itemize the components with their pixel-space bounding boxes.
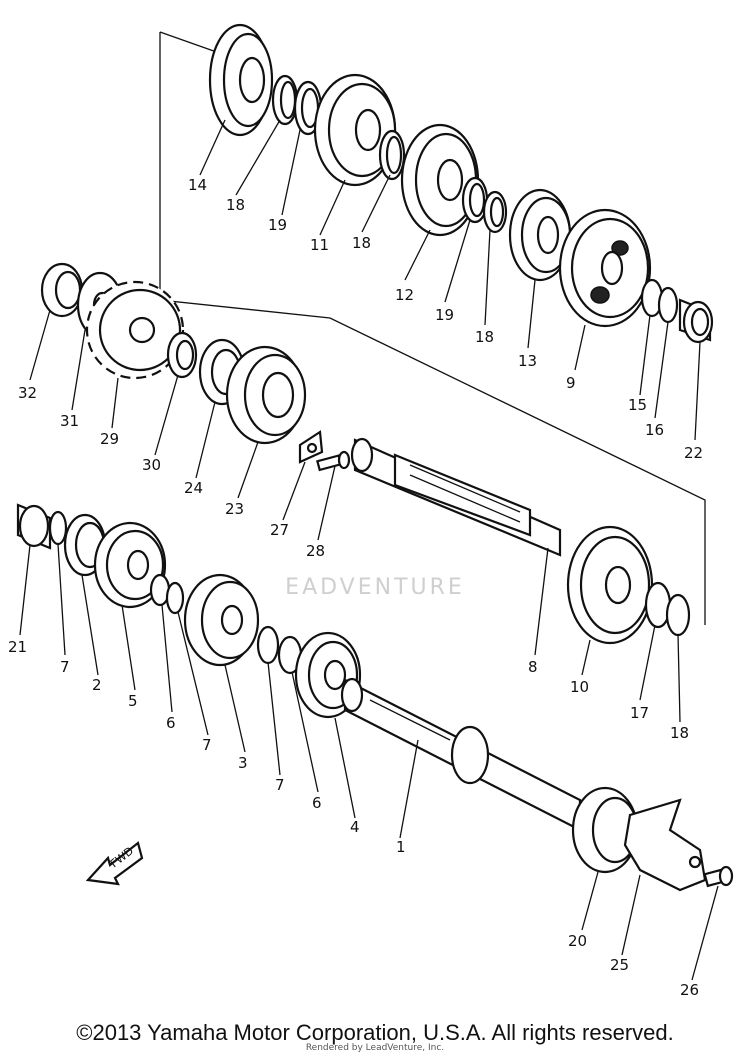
callout-22: 22 bbox=[684, 444, 703, 462]
rendered-by-note: Rendered by LeadVenture, Inc. bbox=[305, 1043, 445, 1053]
leader-lines bbox=[19, 119, 719, 981]
gear-11 bbox=[313, 73, 397, 187]
fwd-arrow: FWD bbox=[85, 841, 144, 886]
screw-28 bbox=[316, 450, 351, 472]
circlip-18-b bbox=[378, 129, 406, 181]
circlip-18-c bbox=[482, 190, 508, 234]
gear-14 bbox=[208, 23, 274, 137]
callout-15: 15 bbox=[628, 396, 647, 414]
circlip-18-a bbox=[271, 74, 299, 126]
callout-21: 21 bbox=[8, 638, 27, 656]
callout-7: 7 bbox=[275, 776, 285, 794]
gear-3 bbox=[183, 573, 260, 667]
callout-11: 11 bbox=[310, 236, 329, 254]
callout-19: 19 bbox=[268, 216, 287, 234]
callout-3: 3 bbox=[238, 754, 248, 772]
callout-32: 32 bbox=[18, 384, 37, 402]
gear-12 bbox=[400, 123, 480, 237]
callout-4: 4 bbox=[350, 818, 360, 836]
callout-5: 5 bbox=[128, 692, 138, 710]
drive-sprocket-29 bbox=[85, 280, 185, 380]
callout-9: 9 bbox=[566, 374, 576, 392]
callout-2: 2 bbox=[92, 676, 102, 694]
callout-12: 12 bbox=[395, 286, 414, 304]
callout-10: 10 bbox=[570, 678, 589, 696]
callout-19: 19 bbox=[435, 306, 454, 324]
main-axle-1 bbox=[340, 677, 582, 832]
callout-31: 31 bbox=[60, 412, 79, 430]
bearing-stopper-27 bbox=[298, 430, 324, 464]
callout-30: 30 bbox=[142, 456, 161, 474]
callout-7: 7 bbox=[202, 736, 212, 754]
bearing-plate-25 bbox=[623, 798, 707, 892]
bearing-21 bbox=[16, 503, 52, 550]
circlip-18-d bbox=[665, 593, 691, 637]
gear-10 bbox=[566, 525, 654, 645]
gear-5 bbox=[93, 521, 167, 609]
oil-seal-32 bbox=[40, 262, 84, 318]
callout-14: 14 bbox=[188, 176, 207, 194]
callout-17: 17 bbox=[630, 704, 649, 722]
callout-28: 28 bbox=[306, 542, 325, 560]
washer-19-b bbox=[461, 176, 489, 224]
callout-1: 1 bbox=[396, 838, 406, 856]
copyright-notice: ©2013 Yamaha Motor Corporation, U.S.A. A… bbox=[76, 1020, 674, 1045]
assembly-boundary-line bbox=[159, 32, 706, 625]
callout-6: 6 bbox=[166, 714, 176, 732]
callout-27: 27 bbox=[270, 521, 289, 539]
callout-18: 18 bbox=[226, 196, 245, 214]
circlip-7-c bbox=[256, 625, 280, 665]
watermark-text: EADVENTURE bbox=[285, 575, 465, 600]
spacer-30 bbox=[166, 331, 198, 379]
circlip-7-b bbox=[165, 581, 185, 615]
callout-24: 24 bbox=[184, 479, 203, 497]
transmission-exploded-diagram: FWD bbox=[8, 23, 734, 999]
callout-18: 18 bbox=[352, 234, 371, 252]
callout-16: 16 bbox=[645, 421, 664, 439]
callout-26: 26 bbox=[680, 981, 699, 999]
callout-18: 18 bbox=[670, 724, 689, 742]
gear-13 bbox=[508, 188, 572, 282]
callout-6: 6 bbox=[312, 794, 322, 812]
bearing-23 bbox=[225, 345, 307, 445]
circlip-7-a bbox=[48, 510, 68, 546]
callout-8: 8 bbox=[528, 658, 538, 676]
callout-7: 7 bbox=[60, 658, 70, 676]
drive-axle-8 bbox=[350, 437, 562, 557]
gear-9 bbox=[558, 208, 652, 328]
callout-labels: 14 18 19 11 18 12 19 18 13 9 15 16 22 32… bbox=[8, 176, 703, 999]
callout-13: 13 bbox=[518, 352, 537, 370]
screw-26 bbox=[703, 865, 734, 888]
callout-25: 25 bbox=[610, 956, 629, 974]
bearing-22 bbox=[678, 298, 714, 344]
circlip-16 bbox=[657, 286, 679, 324]
callout-29: 29 bbox=[100, 430, 119, 448]
callout-23: 23 bbox=[225, 500, 244, 518]
callout-20: 20 bbox=[568, 932, 587, 950]
callout-18: 18 bbox=[475, 328, 494, 346]
